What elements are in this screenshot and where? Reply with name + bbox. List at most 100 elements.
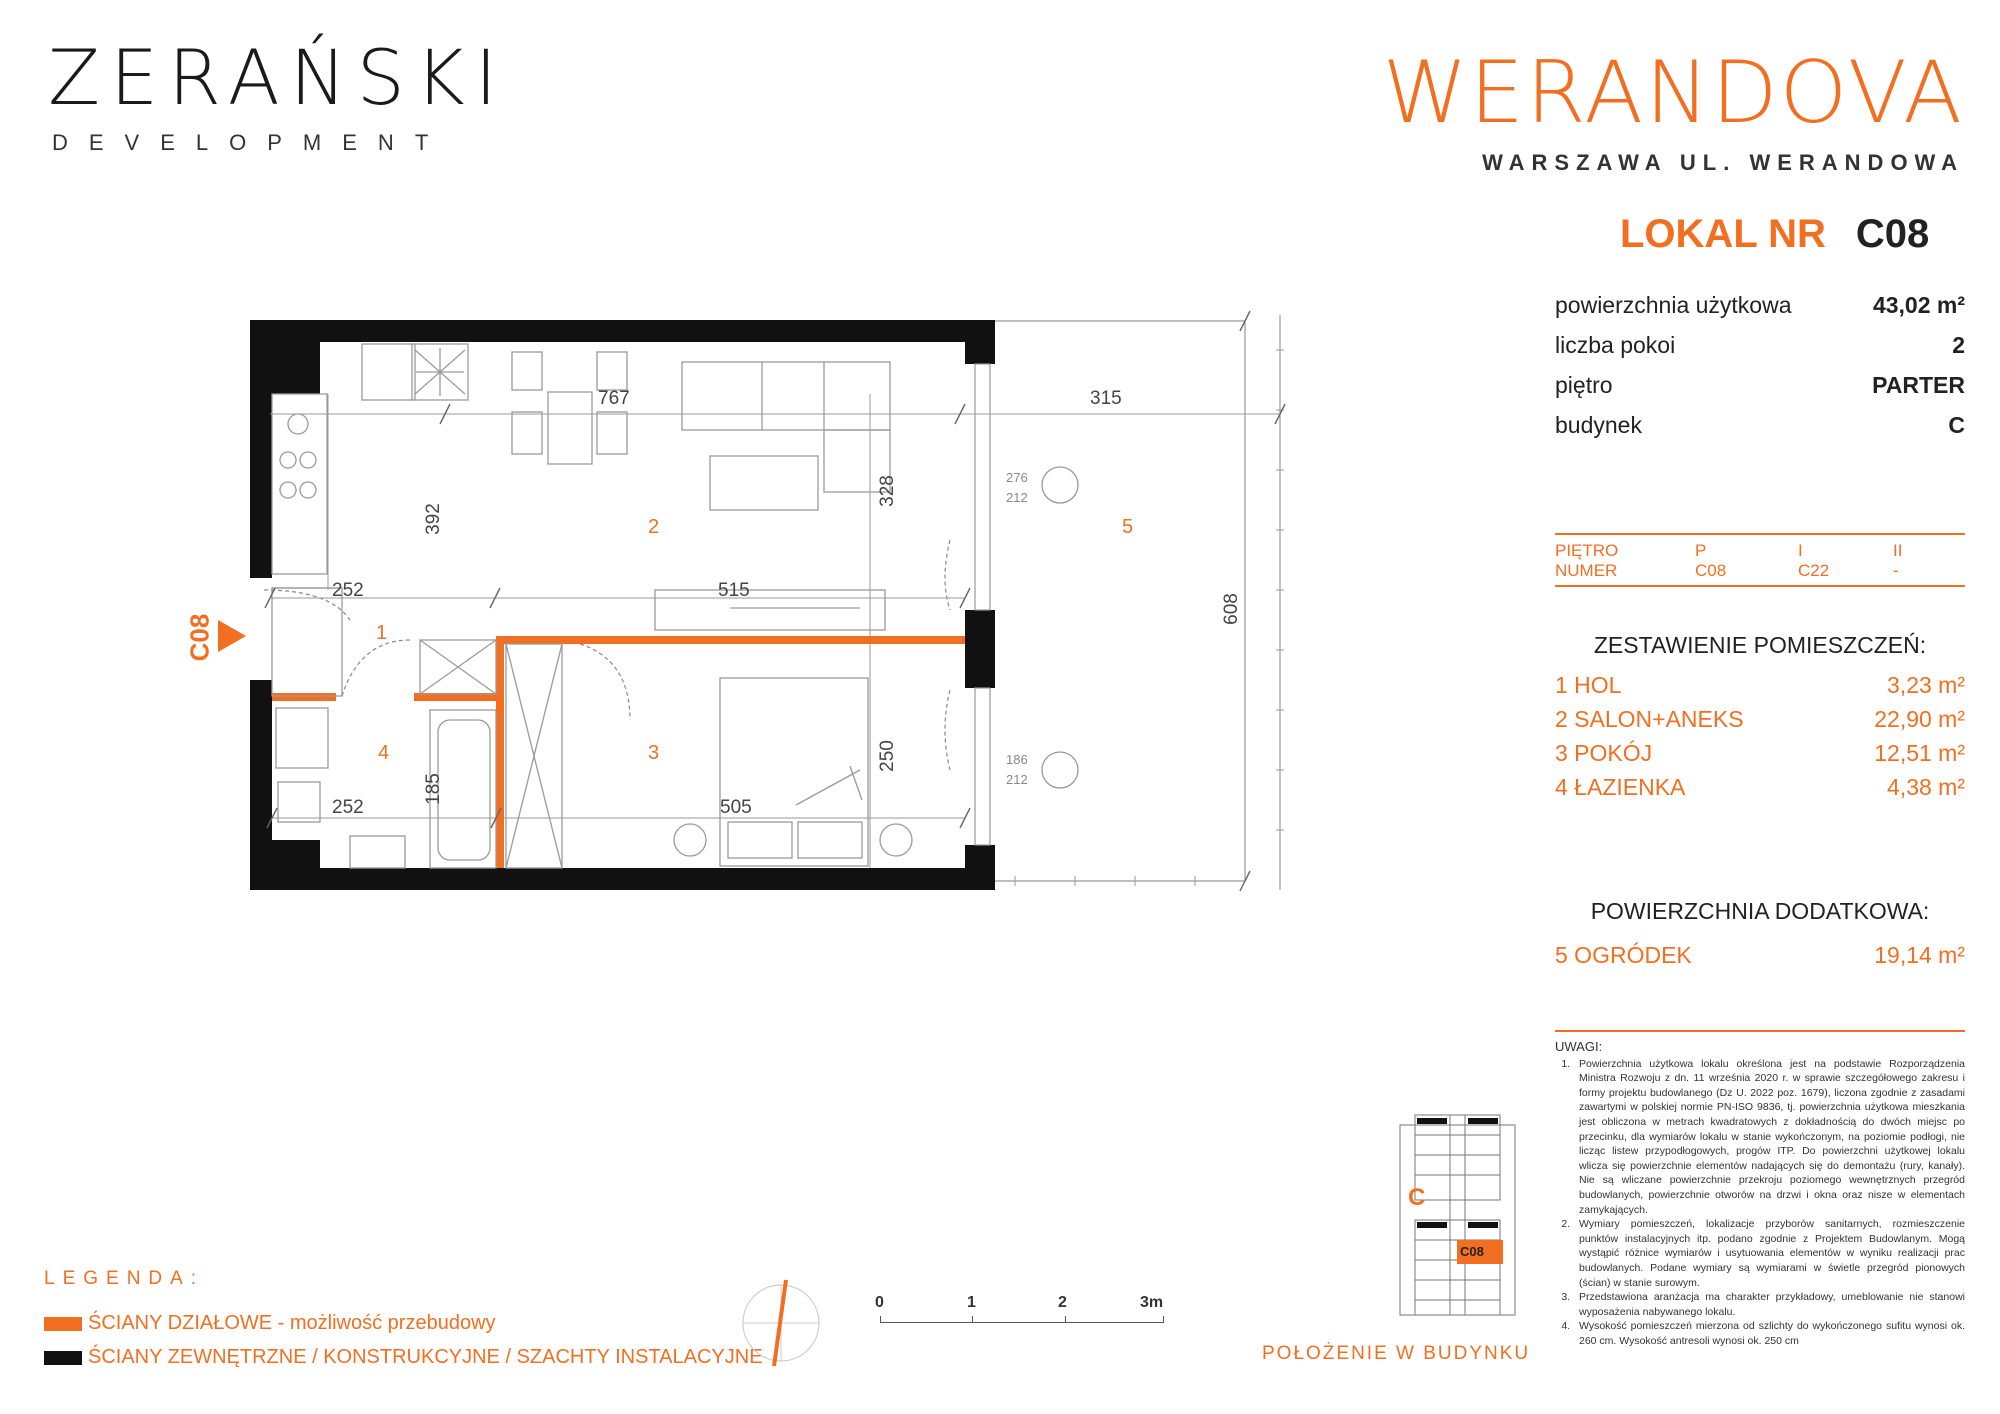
- notes-title: UWAGI:: [1555, 1039, 1603, 1054]
- legend-item-structural: ŚCIANY ZEWNĘTRZNE / KONSTRUKCYJNE / SZAC…: [44, 1346, 763, 1369]
- room-row: 3 POKÓJ 12,51 m²: [1555, 740, 1965, 770]
- info-value: 43,02 m²: [1872, 292, 1965, 318]
- compass-icon: [742, 1279, 820, 1367]
- room-row: 1 HOL 3,23 m²: [1555, 672, 1965, 702]
- project-logo: WERANDOVA WARSZAWA UL. WERANDOWA: [1383, 50, 1964, 176]
- extra-area: 19,14 m²: [1874, 942, 1965, 968]
- room-name: 1 HOL: [1555, 672, 1622, 698]
- floor-numbers-table: PIĘTRO P I II NUMER C08 C22 -: [1555, 533, 1965, 587]
- info-value: 2: [1952, 332, 1965, 358]
- info-key: liczba pokoi: [1555, 332, 1676, 358]
- developer-logo: ZERAŃSKI DEVELOPMENT: [48, 40, 507, 156]
- info-value: C: [1948, 412, 1965, 438]
- note-item: Wysokość pomieszczeń mierzona od szlicht…: [1573, 1319, 1965, 1348]
- info-row: powierzchnia użytkowa 43,02 m²: [1555, 292, 1965, 322]
- floor-value: -: [1893, 561, 1899, 580]
- scale-tick: [1065, 1316, 1066, 1322]
- legend-label: ŚCIANY DZIAŁOWE - możliwość przebudowy: [88, 1312, 496, 1334]
- doors: [263, 539, 951, 771]
- extra-area-title: POWIERZCHNIA DODATKOWA:: [1590, 898, 1930, 924]
- floor-header: P: [1695, 541, 1707, 560]
- scale-label: 0: [875, 1294, 884, 1311]
- room-area: 12,51 m²: [1874, 740, 1965, 766]
- scale-label: 2: [1058, 1294, 1067, 1311]
- unit-number: C08: [1855, 212, 1930, 256]
- dim-label: 515: [718, 580, 750, 601]
- unit-title-label: LOKAL NR: [1620, 212, 1826, 256]
- dim-label: 328: [876, 475, 898, 507]
- room-name: 4 ŁAZIENKA: [1555, 774, 1686, 800]
- info-key: powierzchnia użytkowa: [1555, 292, 1792, 318]
- floor-value: NUMER: [1555, 561, 1618, 580]
- dim-label: 392: [422, 503, 444, 535]
- scale-label: 1: [967, 1294, 976, 1311]
- building-key-plan: [1399, 1114, 1516, 1316]
- dim-label: 276: [1006, 470, 1028, 485]
- unit-title: LOKAL NR C08: [1620, 212, 1929, 257]
- furniture: [271, 343, 1079, 869]
- project-logo-address: WARSZAWA UL. WERANDOWA: [1482, 150, 1964, 175]
- floor-header: I: [1798, 541, 1803, 560]
- notes: UWAGI: Powierzchnia użytkowa lokalu okre…: [1555, 1039, 1965, 1349]
- room-number: 3: [648, 742, 660, 764]
- rooms-title: ZESTAWIENIE POMIESZCZEŃ:: [1593, 632, 1927, 658]
- note-item: Wymiary pomieszczeń, lokalizacje przybor…: [1573, 1217, 1965, 1290]
- scale-label: 3m: [1140, 1294, 1164, 1311]
- floor-header: PIĘTRO: [1555, 541, 1619, 560]
- dim-label: 767: [598, 388, 630, 409]
- floor-value: C22: [1798, 561, 1830, 580]
- room-area: 3,23 m²: [1887, 672, 1965, 698]
- floor-header: II: [1893, 541, 1903, 560]
- room-number: 2: [648, 516, 660, 538]
- key-plan-unit: C08: [1460, 1244, 1484, 1259]
- notes-divider: [1555, 1030, 1965, 1032]
- dim-label: 186: [1006, 752, 1028, 767]
- note-item: Przedstawiona aranżacja ma charakter prz…: [1573, 1290, 1965, 1319]
- room-area: 4,38 m²: [1887, 774, 1965, 800]
- key-plan-building: C: [1408, 1184, 1426, 1211]
- windows: [974, 363, 991, 846]
- structural-walls: [250, 320, 995, 890]
- room-row: 4 ŁAZIENKA 4,38 m²: [1555, 774, 1965, 804]
- dim-label: 252: [332, 797, 364, 818]
- legend-label: ŚCIANY ZEWNĘTRZNE / KONSTRUKCYJNE / SZAC…: [88, 1346, 763, 1368]
- position-label: POŁOŻENIE W BUDYNKU: [1262, 1343, 1531, 1364]
- dim-label: 315: [1090, 388, 1122, 409]
- dimension-ticks: [264, 310, 1286, 892]
- dim-label: 212: [1006, 772, 1028, 787]
- legend-swatch: [44, 1316, 82, 1331]
- dim-label: 252: [332, 580, 364, 601]
- scale-bar: [880, 1316, 1164, 1323]
- partition-walls: [272, 636, 965, 868]
- garden-markers: [1014, 349, 1284, 886]
- scale-tick: [972, 1316, 973, 1322]
- legend-item-partition: ŚCIANY DZIAŁOWE - możliwość przebudowy: [44, 1312, 496, 1335]
- dimension-lines: [270, 321, 1280, 881]
- developer-logo-sub: DEVELOPMENT: [52, 130, 450, 155]
- info-key: budynek: [1555, 412, 1642, 438]
- entry-arrow-icon: [218, 620, 246, 652]
- dim-label: 212: [1006, 490, 1028, 505]
- info-row: budynek C: [1555, 412, 1965, 442]
- room-number: 1: [376, 622, 388, 644]
- developer-logo-brand: ZERAŃSKI: [48, 33, 508, 122]
- dim-label: 608: [1220, 593, 1242, 625]
- floor-value: C08: [1695, 561, 1727, 580]
- room-row: 2 SALON+ANEKS 22,90 m²: [1555, 706, 1965, 736]
- project-logo-brand: WERANDOVA: [1382, 43, 1964, 143]
- info-row: liczba pokoi 2: [1555, 332, 1965, 362]
- room-area: 22,90 m²: [1874, 706, 1965, 732]
- legend-swatch: [44, 1350, 82, 1365]
- extra-name: 5 OGRÓDEK: [1555, 942, 1692, 968]
- room-name: 2 SALON+ANEKS: [1555, 706, 1744, 732]
- notes-list: Powierzchnia użytkowa lokalu określona j…: [1555, 1057, 1965, 1349]
- room-number: 4: [378, 742, 390, 764]
- extra-row: 5 OGRÓDEK 19,14 m²: [1555, 942, 1965, 972]
- dim-label: 505: [720, 797, 752, 818]
- room-name: 3 POKÓJ: [1555, 740, 1653, 766]
- dim-label: 250: [876, 740, 898, 772]
- info-key: piętro: [1555, 372, 1613, 398]
- dim-label: 185: [422, 773, 444, 805]
- legend-title: LEGENDA:: [44, 1268, 205, 1289]
